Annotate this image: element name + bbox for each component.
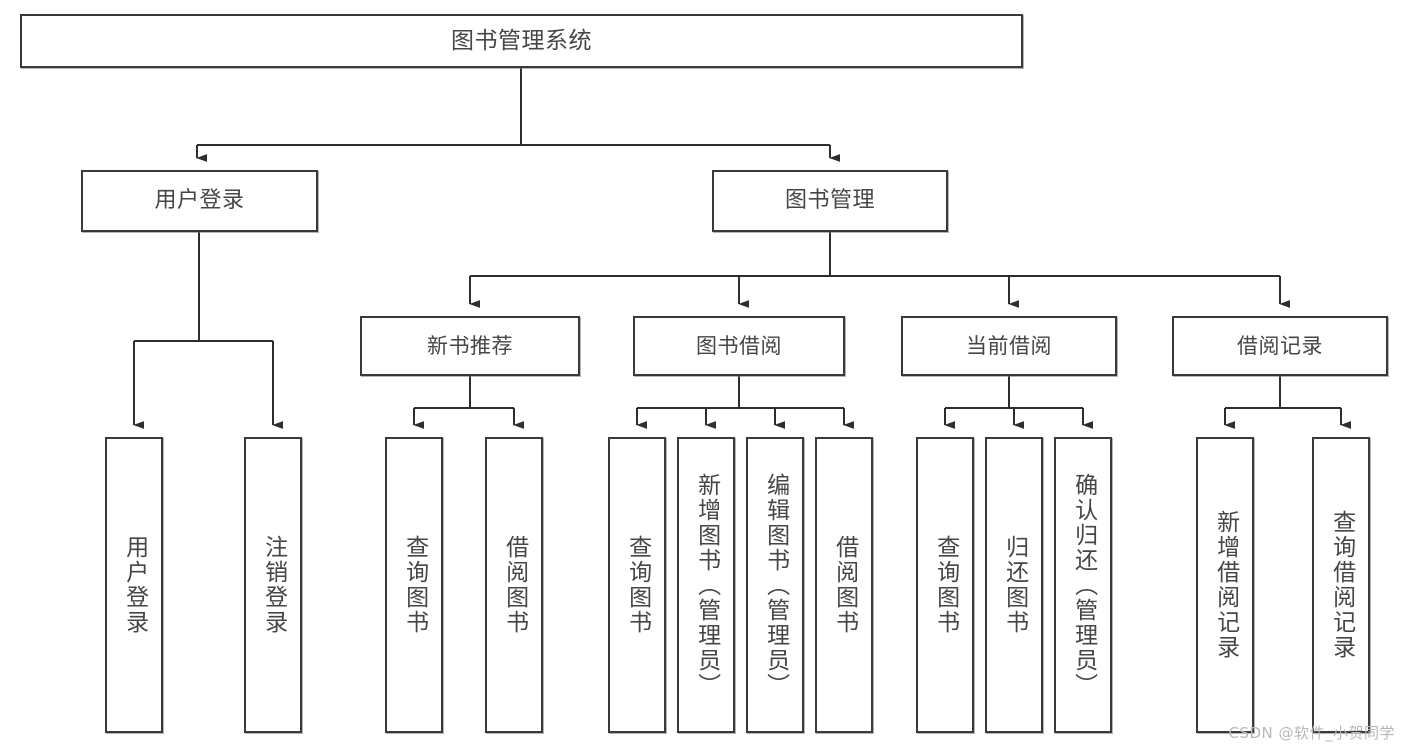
leaf-node-query-book[interactable]: 查询图书 bbox=[608, 437, 666, 733]
leaf-node-user-login[interactable]: 用户登录 bbox=[105, 437, 163, 733]
leaf-label: 注销登录 bbox=[260, 535, 287, 635]
leaf-node-add-borrow-record[interactable]: 新增借阅记录 bbox=[1196, 437, 1254, 733]
leaf-node-confirm-return-admin[interactable]: 确认归还（管理员） bbox=[1054, 437, 1112, 733]
node-book-management[interactable]: 图书管理 bbox=[712, 170, 948, 232]
leaf-label: 查询图书 bbox=[401, 535, 428, 635]
leaf-label: 编辑图书（管理员） bbox=[762, 472, 789, 698]
leaf-label: 新增借阅记录 bbox=[1212, 510, 1239, 660]
node-new-book-recommend[interactable]: 新书推荐 bbox=[360, 316, 580, 376]
leaf-node-return-book[interactable]: 归还图书 bbox=[985, 437, 1043, 733]
node-book-borrow[interactable]: 图书借阅 bbox=[633, 316, 845, 376]
node-borrow-record[interactable]: 借阅记录 bbox=[1172, 316, 1388, 376]
csdn-watermark: CSDN @软件_小贺同学 bbox=[1228, 724, 1395, 742]
node-label: 用户登录 bbox=[154, 188, 245, 214]
leaf-label: 新增图书（管理员） bbox=[693, 472, 720, 698]
leaf-label: 借阅图书 bbox=[831, 535, 858, 635]
leaf-node-query-book-recommend[interactable]: 查询图书 bbox=[385, 437, 443, 733]
leaf-label: 查询图书 bbox=[932, 535, 959, 635]
node-root-system[interactable]: 图书管理系统 bbox=[20, 14, 1023, 68]
leaf-label: 查询借阅记录 bbox=[1328, 510, 1355, 660]
node-label: 图书管理系统 bbox=[451, 27, 592, 54]
leaf-node-borrow-book-recommend[interactable]: 借阅图书 bbox=[485, 437, 543, 733]
leaf-node-borrow-book[interactable]: 借阅图书 bbox=[815, 437, 873, 733]
leaf-label: 确认归还（管理员） bbox=[1070, 472, 1097, 698]
node-current-borrow[interactable]: 当前借阅 bbox=[901, 316, 1117, 376]
node-label: 图书管理 bbox=[784, 188, 875, 214]
leaf-label: 归还图书 bbox=[1001, 535, 1028, 635]
leaf-node-query-book-current[interactable]: 查询图书 bbox=[916, 437, 974, 733]
leaf-label: 查询图书 bbox=[624, 535, 651, 635]
node-label: 新书推荐 bbox=[427, 333, 513, 358]
node-user-login[interactable]: 用户登录 bbox=[81, 170, 318, 232]
node-label: 当前借阅 bbox=[966, 333, 1052, 358]
leaf-label: 用户登录 bbox=[121, 535, 148, 635]
leaf-node-add-book-admin[interactable]: 新增图书（管理员） bbox=[677, 437, 735, 733]
node-label: 图书借阅 bbox=[696, 333, 782, 358]
leaf-node-edit-book-admin[interactable]: 编辑图书（管理员） bbox=[746, 437, 804, 733]
leaf-label: 借阅图书 bbox=[501, 535, 528, 635]
node-label: 借阅记录 bbox=[1237, 333, 1323, 358]
leaf-node-logout[interactable]: 注销登录 bbox=[244, 437, 302, 733]
leaf-node-query-borrow-record[interactable]: 查询借阅记录 bbox=[1312, 437, 1370, 733]
